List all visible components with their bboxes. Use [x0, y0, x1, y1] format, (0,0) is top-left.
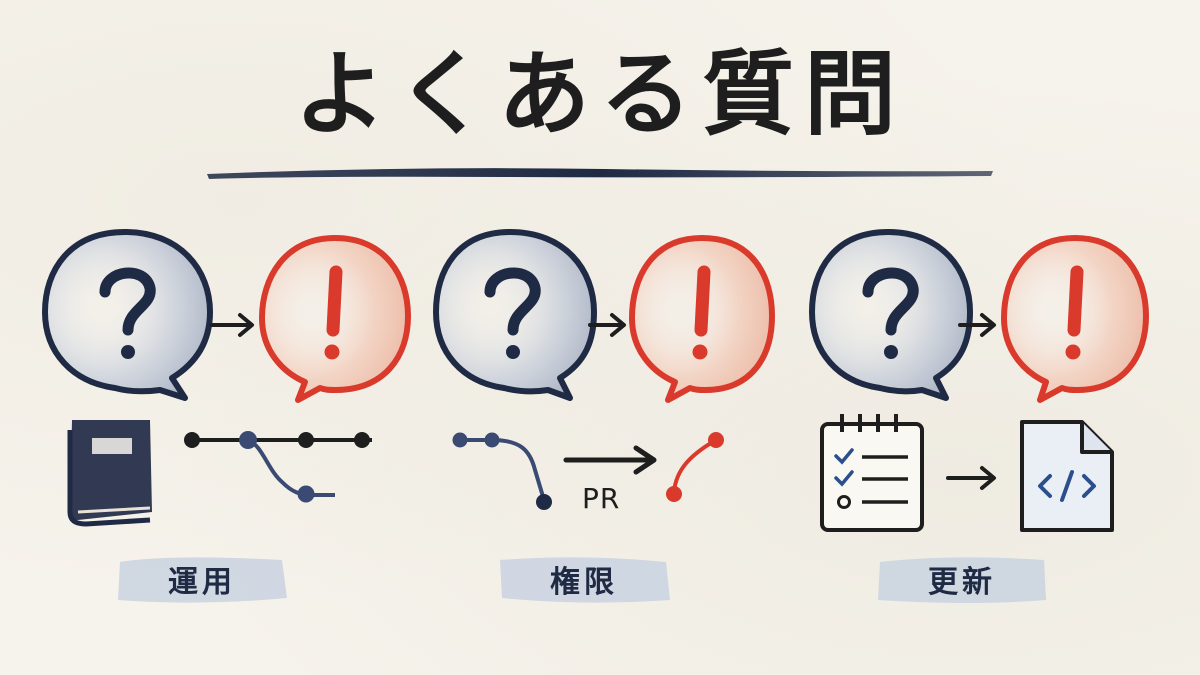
question-bubble: [433, 229, 597, 401]
faq-group-operations: [42, 229, 411, 527]
arrow-icon: [958, 313, 996, 337]
label-text: 権限: [550, 565, 618, 600]
label-wash: [118, 557, 287, 603]
checklist-icon: [820, 414, 924, 532]
arrow-icon: [946, 466, 996, 490]
page-title: よくある質問: [293, 40, 906, 148]
git-branch-icon: [452, 432, 552, 510]
question-bubble: [809, 229, 973, 401]
arrow-icon: [210, 313, 254, 337]
label-operations: 運用: [112, 550, 292, 608]
faq-group-permissions: [433, 229, 775, 510]
answer-bubble: [629, 235, 775, 403]
git-branch-icon: [184, 431, 372, 503]
question-bubble: [42, 229, 213, 401]
label-permissions: 権限: [494, 550, 674, 608]
answer-bubble: [259, 235, 411, 403]
book-icon: [67, 420, 152, 527]
label-wash: [878, 557, 1046, 603]
answer-bubble: [1001, 235, 1149, 403]
pr-label: PR: [582, 482, 621, 515]
arrow-icon: [563, 445, 657, 475]
arrow-icon: [588, 313, 626, 337]
faq-group-updates: [809, 229, 1149, 532]
title-underline: [207, 168, 993, 179]
git-merge-icon: [666, 432, 724, 502]
label-text: 更新: [928, 565, 996, 600]
label-updates: 更新: [872, 550, 1052, 608]
code-file-icon: [1020, 420, 1114, 532]
label-wash: [500, 557, 670, 603]
label-text: 運用: [168, 565, 236, 600]
